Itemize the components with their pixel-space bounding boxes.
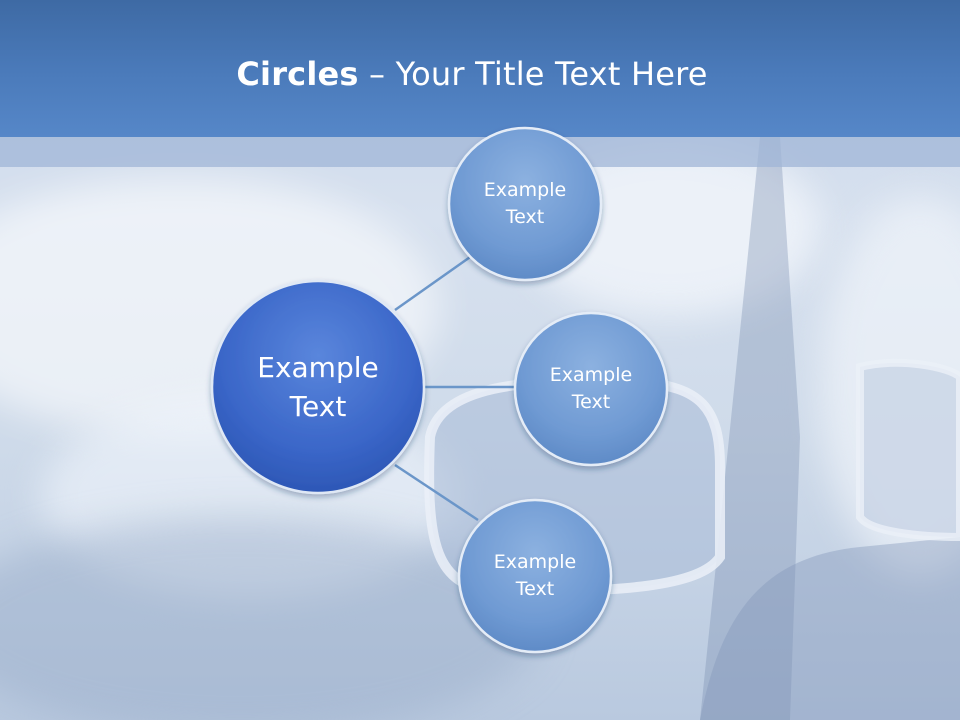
satellite-label-3: Example Text <box>475 546 595 606</box>
satellite-label-1: Example Text <box>465 174 585 234</box>
satellite-circle-3[interactable] <box>457 498 613 654</box>
title-bar <box>0 0 960 137</box>
satellite-label-2-line2: Text <box>571 391 611 413</box>
center-label: Example Text <box>218 337 418 437</box>
satellite-label-1-line2: Text <box>505 206 545 228</box>
satellite-circle-2[interactable] <box>513 311 669 467</box>
satellite-label-2-line1: Example <box>549 364 633 387</box>
connector-top <box>394 253 474 312</box>
satellite-circle-1[interactable] <box>447 126 603 282</box>
satellite-label-3-line2: Text <box>515 578 555 600</box>
satellite-label-2: Example Text <box>531 359 651 419</box>
center-label-line1: Example <box>257 350 379 384</box>
slide-title[interactable]: Circles – Your Title Text Here <box>0 52 944 96</box>
title-bold: Circles <box>236 55 359 93</box>
title-rest: – Your Title Text Here <box>358 55 708 93</box>
connector-bottom <box>394 463 479 522</box>
center-circle[interactable] <box>210 279 426 495</box>
satellite-label-3-line1: Example <box>493 551 577 574</box>
satellite-label-1-line1: Example <box>483 179 567 202</box>
center-label-line2: Text <box>289 390 347 423</box>
